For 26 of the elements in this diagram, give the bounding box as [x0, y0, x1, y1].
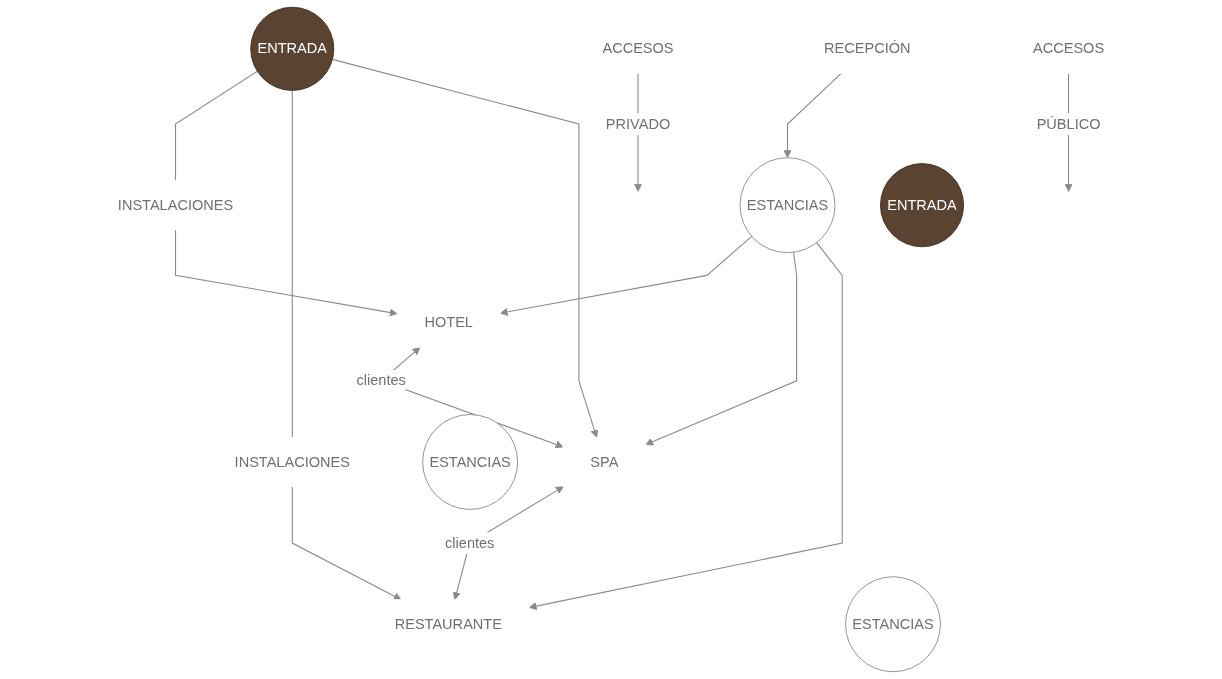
node-circle: ESTANCIAS — [422, 414, 519, 510]
arrow — [528, 242, 843, 611]
connector — [174, 70, 258, 182]
edge-label: PRIVADO — [605, 115, 671, 132]
node-circle: ENTRADA — [250, 6, 335, 91]
node-text: SPA — [590, 453, 619, 470]
edge-label: clientes — [356, 372, 406, 389]
arrow — [331, 58, 599, 438]
node-text: INSTALACIONES — [234, 453, 350, 470]
node-text: HOTEL — [424, 314, 473, 330]
node-text: ACCESOS — [602, 40, 674, 57]
edge-label: PÚBLICO — [1036, 115, 1101, 132]
arrow — [645, 251, 798, 446]
node-text: INSTALACIONES — [117, 196, 234, 213]
node-text: RECEPCIÓN — [824, 40, 911, 57]
arrow — [174, 229, 398, 317]
node-circle: ESTANCIAS — [739, 157, 836, 254]
connector — [291, 89, 293, 438]
arrow — [499, 235, 753, 316]
arrow — [783, 72, 842, 159]
arrow — [291, 485, 402, 601]
edge-label: clientes — [445, 534, 495, 551]
node-text: RESTAURANTE — [394, 616, 502, 632]
node-circle: ENTRADA — [880, 163, 965, 248]
node-text: ACCESOS — [1033, 40, 1105, 57]
node-circle: ESTANCIAS — [845, 576, 941, 673]
